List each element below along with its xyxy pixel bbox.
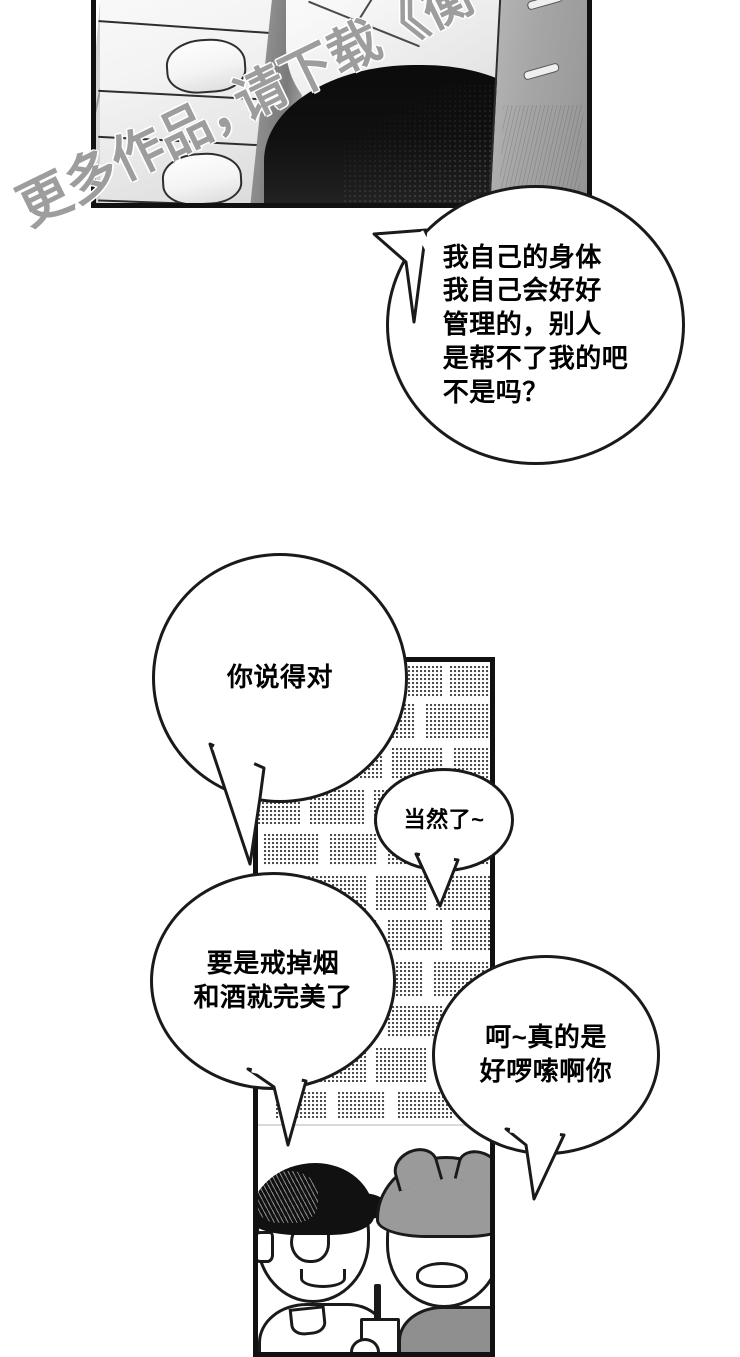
panel-top (91, 0, 592, 208)
wall-tile (330, 834, 378, 866)
character-mouth (300, 1269, 346, 1288)
character-hair (258, 1163, 374, 1235)
speech-bubble-so-naggy: 呵~真的是 好啰嗦啊你 (432, 955, 660, 1155)
button-detail (526, 0, 564, 11)
bubble-text: 我自己的身体 我自己会好好 管理的，别人 是帮不了我的吧 不是吗？ (442, 241, 629, 407)
drink-straw (374, 1284, 381, 1324)
character-ear (258, 1231, 274, 1263)
bubble-tail (504, 1125, 566, 1201)
wall-tile (388, 920, 442, 952)
bubble-text: 要是戒掉烟 和酒就完美了 (193, 948, 353, 1012)
bubble-tail (246, 1065, 308, 1147)
cloth-fold (355, 0, 395, 25)
wall-tile (264, 834, 320, 866)
floor-line (258, 1124, 490, 1126)
bubble-tail (208, 742, 266, 866)
panel-top-artwork (96, 0, 587, 203)
wall-tile (452, 920, 490, 952)
wall-tile (376, 1048, 426, 1082)
button-detail (522, 62, 560, 81)
bubble-tail (414, 850, 460, 908)
wall-tile (376, 876, 426, 910)
gray-haired-character (350, 1142, 490, 1352)
character-mouth (416, 1262, 468, 1288)
wall-tile (426, 704, 490, 738)
bubble-text: 呵~真的是 好啰嗦啊你 (479, 1022, 613, 1086)
character-hair (376, 1156, 490, 1238)
speech-bubble-self-body: 我自己的身体 我自己会好好 管理的，别人 是帮不了我的吧 不是吗？ (386, 185, 685, 465)
character-torso (398, 1306, 490, 1352)
wall-tile (338, 1092, 386, 1118)
bubble-text: 当然了~ (403, 806, 485, 832)
wall-tile (450, 666, 490, 696)
bubble-tail (372, 228, 430, 324)
fingernail (164, 36, 248, 96)
right-arm-shape (487, 0, 587, 203)
speech-bubble-you-are-right: 你说得对 (152, 553, 408, 803)
fingernail (160, 150, 244, 203)
bubble-text: 你说得对 (226, 662, 333, 693)
speech-bubble-quit-smoking: 要是戒掉烟 和酒就完美了 (150, 872, 396, 1090)
